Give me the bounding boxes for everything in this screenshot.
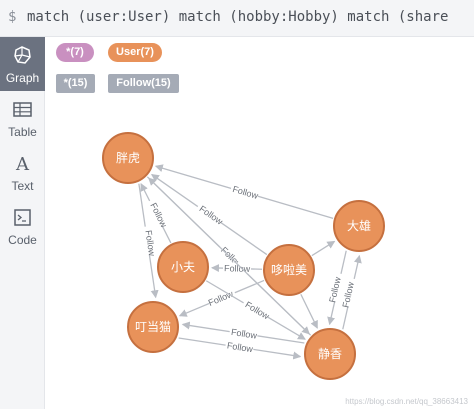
node-circle[interactable] (304, 328, 356, 380)
query-bar[interactable]: $ match (user:User) match (hobby:Hobby) … (0, 0, 474, 37)
node-circle[interactable] (157, 241, 209, 293)
edge-label: Follow (243, 299, 271, 321)
graph-view-button[interactable]: Graph (0, 37, 45, 91)
legend-node-all[interactable]: *(7) (56, 43, 94, 62)
user-node-dora[interactable]: 哆啦美 (263, 244, 315, 296)
edge-label-bg (229, 182, 260, 202)
edge-label: Follow (226, 340, 254, 354)
node-circle[interactable] (333, 200, 385, 252)
edge-label-bg (206, 287, 237, 309)
node-label: 哆啦美 (271, 262, 307, 277)
follow-edge[interactable] (311, 240, 336, 257)
text-view-button[interactable]: A Text (0, 145, 45, 199)
svg-text:A: A (15, 154, 30, 174)
user-node-jing[interactable]: 静香 (304, 328, 356, 380)
legend-rel-follow[interactable]: Follow(15) (108, 74, 179, 93)
edge-label: Follow (231, 184, 259, 201)
table-view-label: Table (8, 125, 37, 139)
table-view-button[interactable]: Table (0, 91, 45, 145)
edge-label-bg (145, 198, 168, 229)
edge-label-bg (342, 277, 360, 308)
node-label: 小夫 (171, 260, 195, 274)
text-view-label: Text (11, 179, 34, 193)
edge-label-bg (140, 225, 156, 256)
watermark: https://blog.csdn.net/qq_38663413 (345, 397, 468, 406)
node-circle[interactable] (263, 244, 315, 296)
query-text[interactable]: match (user:User) match (hobby:Hobby) ma… (27, 9, 449, 25)
edge-label-bg (228, 325, 259, 341)
node-label: 大雄 (347, 218, 371, 233)
legend-rel-all[interactable]: *(15) (56, 74, 95, 93)
user-node-dingdang[interactable]: 叮当猫 (127, 301, 179, 353)
code-view-button[interactable]: Code (0, 199, 45, 253)
graph-icon (14, 46, 31, 64)
edge-label: Follow (143, 229, 157, 257)
code-view-label: Code (8, 233, 37, 247)
edge-label: Follow (207, 289, 235, 308)
follow-edge[interactable] (300, 293, 318, 329)
legend-node-user[interactable]: User(7) (108, 43, 162, 62)
edge-label-bg (241, 297, 271, 322)
node-circle[interactable] (127, 301, 179, 353)
edge-label: Follow (230, 327, 258, 341)
edge-label: Follow (224, 263, 251, 274)
node-label: 叮当猫 (135, 320, 171, 334)
code-icon (14, 209, 31, 226)
query-prompt: $ (8, 9, 17, 25)
follow-edge[interactable] (146, 176, 310, 335)
graph-edges: FollowFollowFollowFollowFollowFollowFoll… (138, 164, 362, 360)
graph-canvas[interactable]: FollowFollowFollowFollowFollowFollowFoll… (45, 100, 474, 409)
graph-view-label: Graph (5, 71, 40, 85)
table-icon (13, 102, 32, 117)
user-node-xiao[interactable]: 小夫 (157, 241, 209, 293)
text-icon: A (15, 154, 30, 174)
edge-label-bg (328, 272, 346, 303)
node-label: 胖虎 (116, 151, 140, 165)
node-label: 静香 (318, 347, 342, 361)
node-circle[interactable] (102, 132, 154, 184)
user-node-pang[interactable]: 胖虎 (102, 132, 154, 184)
edge-label-bg (194, 201, 225, 227)
view-sidebar: Graph Table A Text Code (0, 37, 45, 409)
edge-label-bg (224, 339, 255, 355)
user-node-daxiong[interactable]: 大雄 (333, 200, 385, 252)
